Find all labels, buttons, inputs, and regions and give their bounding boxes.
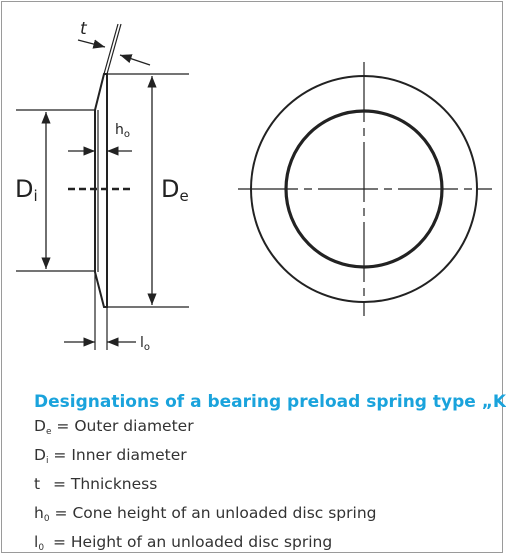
legend-row-thickness: t = Thnickness — [34, 473, 504, 502]
label-ho: ho — [115, 122, 130, 140]
legend-text: Height of an unloaded disc spring — [70, 533, 333, 551]
t-arrow-left — [77, 39, 106, 49]
spring-technical-drawing: t ho Di De lo — [15, 19, 492, 353]
legend-equals: = — [54, 504, 68, 522]
legend-symbol: t — [34, 475, 41, 493]
legend-symbol: De — [34, 417, 52, 437]
t-extension-2 — [106, 23, 122, 75]
legend-text: Thnickness — [70, 475, 158, 493]
label-lo: lo — [140, 335, 150, 353]
legend-equals: = — [56, 417, 70, 435]
disc-profile — [94, 73, 108, 308]
legend-row-outer-diameter: De = Outer diameter — [34, 415, 504, 444]
label-t: t — [80, 19, 88, 39]
label-di: Di — [15, 175, 38, 205]
legend-text: Cone height of an unloaded disc spring — [72, 504, 377, 522]
designations-legend: Designations of a bearing preload spring… — [34, 392, 506, 560]
legend-symbol: Di — [34, 446, 49, 466]
legend-row-inner-diameter: Di = Inner diameter — [34, 444, 504, 473]
t-arrow-right — [119, 54, 151, 66]
legend-title: Designations of a bearing preload spring… — [34, 392, 506, 412]
legend-text: Outer diameter — [74, 417, 194, 435]
legend-equals: = — [53, 446, 67, 464]
legend-equals: = — [52, 533, 66, 551]
legend-symbol: h0 — [34, 504, 50, 524]
side-section-view — [16, 23, 189, 350]
legend-text: Inner diameter — [71, 446, 187, 464]
label-de: De — [161, 175, 189, 205]
legend-row-height: l0 = Height of an unloaded disc spring — [34, 531, 504, 560]
legend-symbol: l0 — [34, 533, 45, 553]
legend-row-cone-height: h0 = Cone height of an unloaded disc spr… — [34, 502, 504, 531]
t-extension-1 — [103, 23, 119, 75]
front-view — [238, 62, 492, 316]
legend-equals: = — [52, 475, 66, 493]
